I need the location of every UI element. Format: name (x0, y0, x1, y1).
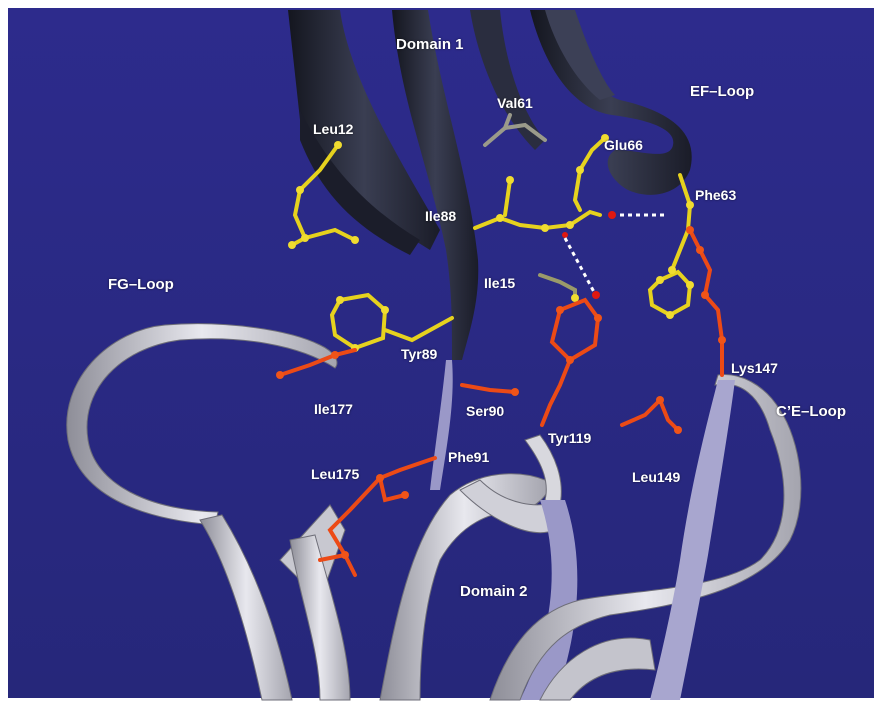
ef-loop-label: EF–Loop (690, 83, 754, 100)
domain2-label: Domain 2 (460, 583, 528, 600)
ser90-label: Ser90 (466, 403, 504, 419)
leu175-label: Leu175 (311, 466, 359, 482)
phe63-label: Phe63 (695, 187, 736, 203)
lys147-label: Lys147 (731, 360, 778, 376)
tyr119-label: Tyr119 (548, 430, 591, 446)
ce-loop-label: C’E–Loop (776, 403, 846, 420)
leu149-label: Leu149 (632, 469, 680, 485)
domain1-label: Domain 1 (396, 36, 464, 53)
ile15-label: Ile15 (484, 275, 515, 291)
fg-loop-label: FG–Loop (108, 276, 174, 293)
glu66-label: Glu66 (604, 137, 643, 153)
leu12-label: Leu12 (313, 121, 353, 137)
val61-label: Val61 (497, 95, 533, 111)
ile88-label: Ile88 (425, 208, 456, 224)
ile177-label: Ile177 (314, 401, 353, 417)
tyr89-label: Tyr89 (401, 346, 437, 362)
phe91-label: Phe91 (448, 449, 489, 465)
